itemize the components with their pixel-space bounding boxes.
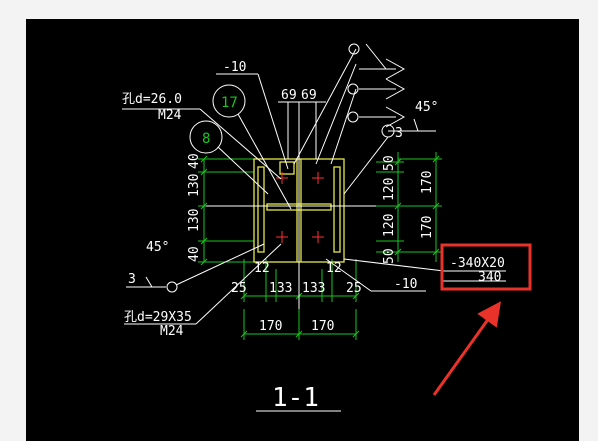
bottom-dim-25a: 25: [231, 281, 247, 296]
left-dim-2: 130: [187, 174, 202, 197]
bottom-small-2: 12: [326, 261, 342, 276]
section-title: 1-1: [272, 383, 319, 413]
section-drawing: -10 孔d=26.0 M24 69 69 45° 3 45° 3 孔d=29X…: [122, 43, 532, 413]
angle-top-label: 45°: [415, 100, 438, 115]
weld-bottom-label: 3: [128, 272, 136, 287]
bottom-dim-25b: 25: [346, 281, 362, 296]
leader-lines: [122, 43, 506, 412]
highlight-text-line2: 340: [478, 270, 501, 285]
right-inner-dim-3: 120: [382, 214, 397, 237]
bolt-top-spec: 孔d=26.0: [122, 92, 182, 107]
bolt-holes: [276, 172, 324, 243]
bottom-dim-133a: 133: [269, 281, 292, 296]
left-dim-3: 130: [187, 209, 202, 232]
right-inner-dim-4: 50: [382, 248, 397, 264]
angle-bottom-label: 45°: [146, 240, 169, 255]
bottom-dim-133b: 133: [302, 281, 325, 296]
bottom-small-1: 12: [254, 261, 270, 276]
dimension-lines: [198, 152, 442, 340]
left-dim-1: 40: [187, 153, 202, 169]
bolt-top-name: M24: [158, 108, 182, 123]
callout-8: 8: [202, 131, 210, 147]
right-inner-dim-2: 120: [382, 178, 397, 201]
dim-69-b: 69: [301, 88, 317, 103]
cad-canvas: -10 孔d=26.0 M24 69 69 45° 3 45° 3 孔d=29X…: [26, 19, 579, 441]
highlight-box: [440, 243, 532, 291]
dim-69-a: 69: [281, 88, 297, 103]
callout-17: 17: [221, 95, 238, 111]
bolt-bottom-spec: 孔d=29X35: [124, 310, 192, 325]
weld-top-label: 3: [395, 126, 403, 141]
left-dim-4: 40: [187, 246, 202, 262]
dimension-ticks: [200, 155, 440, 338]
right-outer-dim-2: 170: [420, 216, 435, 239]
highlight-text-line1: -340X20: [450, 256, 505, 271]
bolt-bottom-name: M24: [160, 324, 184, 339]
bottom-dim-170b: 170: [311, 319, 334, 334]
plate-top-label: -10: [223, 60, 246, 75]
right-outer-dim-1: 170: [420, 171, 435, 194]
right-inner-dim-1: 50: [382, 155, 397, 171]
bottom-dim-170a: 170: [259, 319, 282, 334]
highlight-arrow: [432, 301, 501, 396]
plate-right-label: -10: [394, 277, 417, 292]
